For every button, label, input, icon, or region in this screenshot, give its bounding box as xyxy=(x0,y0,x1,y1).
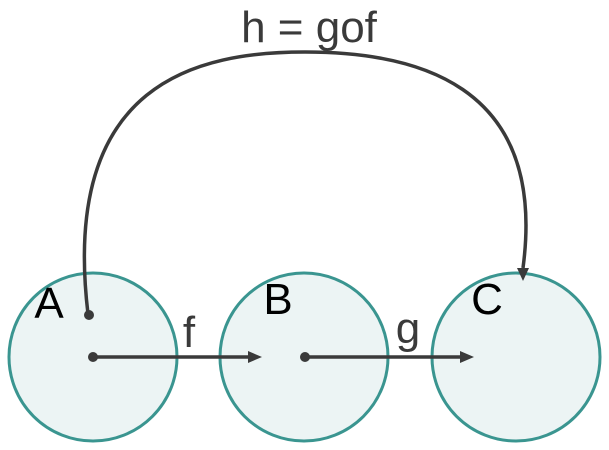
composite-arrow-h-origin xyxy=(84,310,94,320)
composite-label: h = gof xyxy=(241,3,378,52)
set-a-label: A xyxy=(34,279,64,328)
set-b-label: B xyxy=(263,275,292,324)
arrow-f-head xyxy=(248,351,262,363)
composite-arrow-h xyxy=(82,50,528,315)
arrow-g-head xyxy=(460,351,474,363)
function-f-label: f xyxy=(183,308,196,357)
composite-arrow-h-head xyxy=(517,268,529,281)
set-c-label: C xyxy=(471,275,503,324)
arrow-f-origin xyxy=(88,352,98,362)
arrow-g-origin xyxy=(300,352,310,362)
function-g-label: g xyxy=(396,304,420,353)
